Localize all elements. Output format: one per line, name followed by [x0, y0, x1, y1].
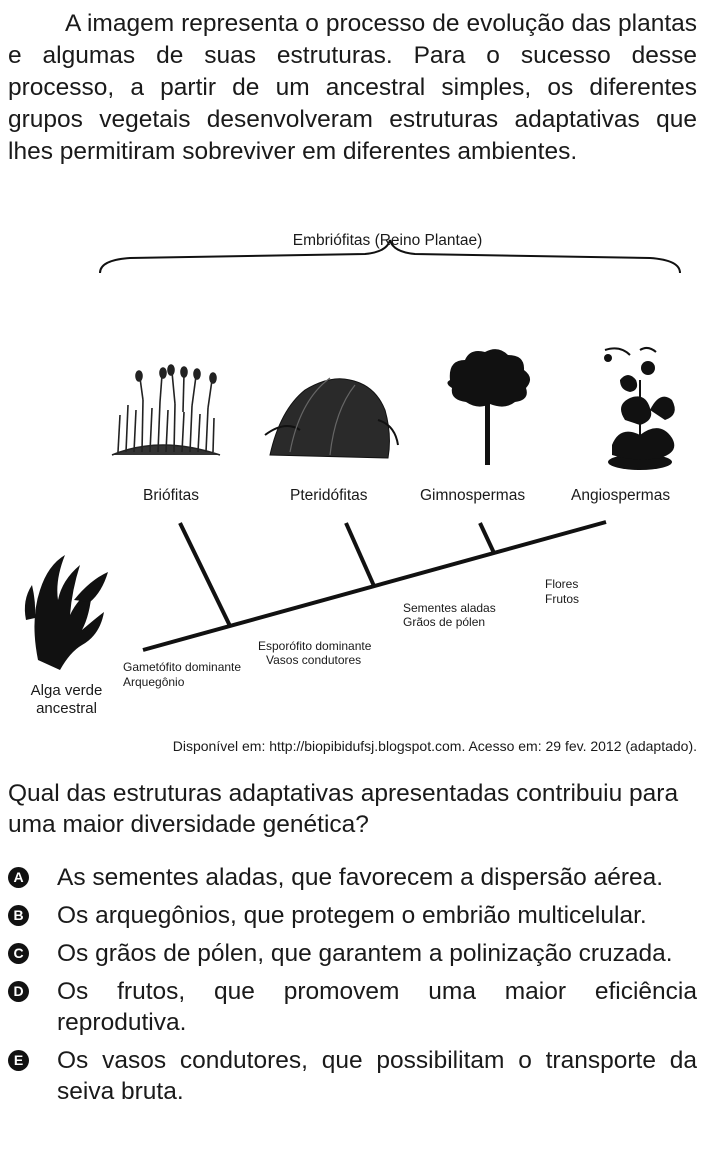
trait-vasos: Vasos condutores [266, 653, 362, 667]
branch-gimnospermas [478, 522, 496, 554]
bracket-label: Embriófitas (Reino Plantae) [292, 232, 483, 249]
flowering-plant-illustration [604, 346, 675, 470]
cladogram-main-line [142, 520, 607, 652]
conifer-illustration [447, 349, 531, 465]
ancestor-label-line2: ancestral [36, 700, 97, 717]
trait-gametofito: Gametófito dominante [123, 660, 242, 674]
intro-paragraph: A imagem representa o processo de evoluç… [8, 8, 697, 168]
fern-illustration [264, 377, 399, 459]
option-a[interactable]: A As sementes aladas, que favorecem a di… [8, 862, 697, 893]
option-b-letter: B [8, 905, 29, 926]
moss-illustration [111, 364, 221, 456]
option-e[interactable]: E Os vasos condutores, que possibilitam … [8, 1045, 697, 1107]
trait-esporofito: Esporófito dominante [258, 639, 372, 653]
ancestor-label: Alga verde ancestral [0, 682, 133, 718]
evolution-figure: Embriófitas (Reino Plantae) Briófitas Pt… [0, 220, 705, 720]
option-d-letter: D [8, 981, 29, 1002]
option-c-letter: C [8, 943, 29, 964]
option-c[interactable]: C Os grãos de pólen, que garantem a poli… [8, 938, 697, 969]
group-label-gimnospermas: Gimnospermas [420, 487, 526, 504]
trait-sementes: Sementes aladas [403, 601, 496, 615]
option-b[interactable]: B Os arquegônios, que protegem o embrião… [8, 900, 697, 931]
ancestor-label-line1: Alga verde [30, 682, 103, 699]
option-e-letter: E [8, 1050, 29, 1071]
option-c-text: Os grãos de pólen, que garantem a polini… [57, 940, 673, 967]
branch-briofitas [178, 522, 232, 627]
option-e-text: Os vasos condutores, que possibilitam o … [57, 1047, 697, 1105]
group-label-briofitas: Briófitas [143, 487, 199, 504]
question-text: Qual das estruturas adaptativas apresent… [8, 780, 679, 838]
intro-text: A imagem representa o processo de evoluç… [8, 10, 697, 165]
embryophyta-bracket [99, 239, 681, 274]
option-b-text: Os arquegônios, que protegem o embrião m… [57, 902, 647, 929]
trait-arquegonio: Arquegônio [123, 675, 185, 689]
trait-frutos: Frutos [545, 592, 580, 606]
trait-flores: Flores [545, 577, 579, 591]
group-label-angiospermas: Angiospermas [571, 487, 671, 504]
group-label-pteridofitas: Pteridófitas [290, 487, 368, 504]
source-citation: Disponível em: http://biopibidufsj.blogs… [172, 738, 697, 754]
option-a-letter: A [8, 867, 29, 888]
option-d[interactable]: D Os frutos, que promovem uma maior efic… [8, 976, 697, 1038]
cladogram-drawing [24, 239, 681, 670]
answer-options: A As sementes aladas, que favorecem a di… [8, 862, 697, 1114]
branch-pteridofitas [344, 522, 376, 587]
option-d-text: Os frutos, que promovem uma maior eficiê… [57, 978, 697, 1036]
alga-illustration [24, 555, 108, 670]
option-a-text: As sementes aladas, que favorecem a disp… [57, 864, 664, 891]
trait-polen: Grãos de pólen [403, 615, 486, 629]
